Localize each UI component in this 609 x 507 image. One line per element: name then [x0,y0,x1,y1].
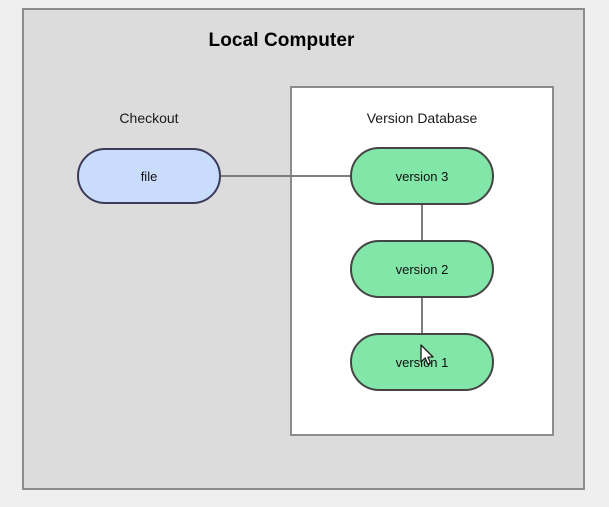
node-file[interactable]: file [77,148,221,204]
node-file-label: file [140,168,158,184]
node-version3-label: version 3 [395,168,449,184]
node-version2-label: version 2 [395,261,449,277]
checkout-label: Checkout [119,110,179,126]
edge-version3-to-version2 [421,205,423,240]
node-version1-label: version 1 [395,354,449,370]
edge-file-to-version3 [221,175,350,177]
local-computer-title: Local Computer [208,30,355,51]
node-version2[interactable]: version 2 [350,240,494,298]
node-version1[interactable]: version 1 [350,333,494,391]
version-database-label: Version Database [366,110,478,126]
node-version3[interactable]: version 3 [350,147,494,205]
edge-version2-to-version1 [421,298,423,333]
